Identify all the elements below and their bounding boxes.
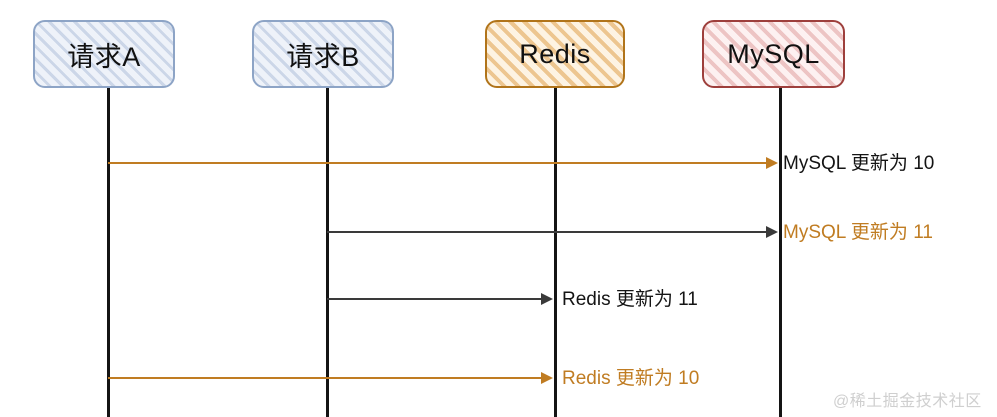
message-label: MySQL 更新为 11 [783, 222, 933, 243]
message-arrowhead-icon [766, 226, 778, 238]
watermark: @稀土掘金技术社区 [833, 393, 982, 410]
participant-label: 请求B [286, 41, 360, 72]
message-arrow-line [327, 231, 772, 233]
lifeline-request-b [326, 88, 329, 417]
participant-label: MySQL [727, 38, 820, 69]
lifeline-redis [554, 88, 557, 417]
message-arrowhead-icon [766, 157, 778, 169]
participant-box-redis: Redis [485, 20, 625, 88]
message-arrow-line [327, 298, 547, 300]
message-label: Redis 更新为 10 [562, 368, 700, 389]
participant-label: Redis [519, 38, 591, 69]
message-arrowhead-icon [541, 372, 553, 384]
participant-label: 请求A [67, 41, 141, 72]
message-arrowhead-icon [541, 293, 553, 305]
participant-box-mysql: MySQL [702, 20, 845, 88]
message-arrow-line [108, 377, 547, 379]
lifeline-mysql [779, 88, 782, 417]
lifeline-request-a [107, 88, 110, 417]
message-arrow-line [108, 162, 772, 164]
message-label: Redis 更新为 11 [562, 289, 698, 310]
participant-box-request-a: 请求A [33, 20, 175, 88]
message-label: MySQL 更新为 10 [783, 153, 935, 174]
participant-box-request-b: 请求B [252, 20, 394, 88]
